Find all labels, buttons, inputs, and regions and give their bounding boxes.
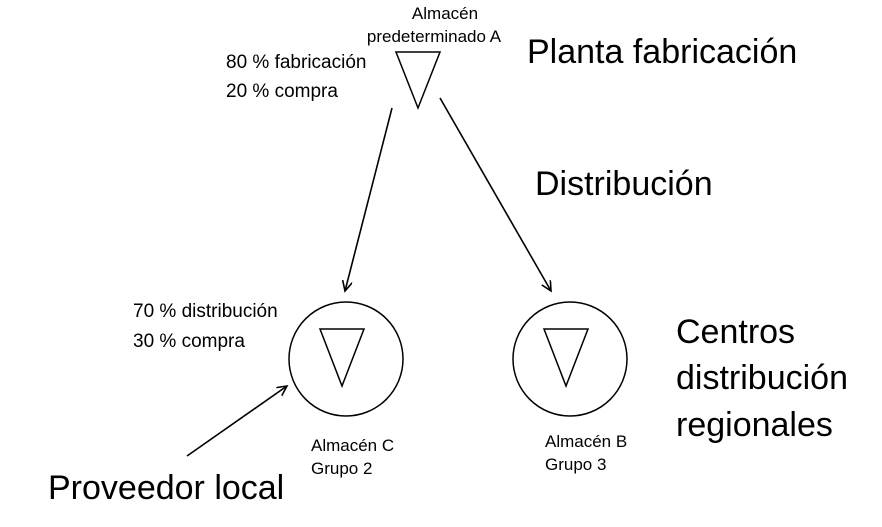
level-label-distribution: Distribución [535, 165, 713, 203]
warehouse-c-label-line2: Grupo 2 [311, 459, 372, 478]
arrow-supplier-to-c [186, 386, 287, 457]
warehouse-b-node: Almacén B Grupo 3 [512, 301, 628, 474]
inverted-triangle-icon [394, 51, 442, 111]
inverted-triangle-icon [542, 328, 590, 389]
level-label-regional-line1: Centros [676, 313, 795, 351]
warehouse-c-node: 70 % distribución 30 % compra Almacén C … [133, 301, 404, 478]
level-label-regional-line2: distribución [676, 359, 848, 397]
circled-inverted-triangle-icon [512, 301, 628, 417]
warehouse-b-label-line1: Almacén B [545, 432, 627, 451]
supplier-label: Proveedor local [48, 469, 284, 507]
level-label-manufacturing: Planta fabricación [527, 33, 797, 71]
warehouse-c-label-line1: Almacén C [311, 436, 394, 455]
circled-inverted-triangle-icon [288, 301, 404, 417]
arrow-a-to-b [439, 97, 551, 291]
warehouse-a-label-line2: predeterminado A [367, 27, 502, 46]
warehouse-a-label-line1: Almacén [412, 4, 478, 23]
warehouse-a-node: Almacén predeterminado A 80 % fabricació… [226, 4, 502, 111]
warehouse-b-label-line2: Grupo 3 [545, 455, 606, 474]
warehouse-a-split-line1: 80 % fabricación [226, 52, 366, 73]
inverted-triangle-icon [318, 328, 366, 389]
arrow-a-to-c [345, 107, 393, 291]
warehouse-c-split-line1: 70 % distribución [133, 301, 278, 322]
warehouse-a-split-line2: 20 % compra [226, 81, 338, 102]
level-label-regional-line3: regionales [676, 406, 833, 444]
warehouse-c-split-line2: 30 % compra [133, 331, 245, 352]
